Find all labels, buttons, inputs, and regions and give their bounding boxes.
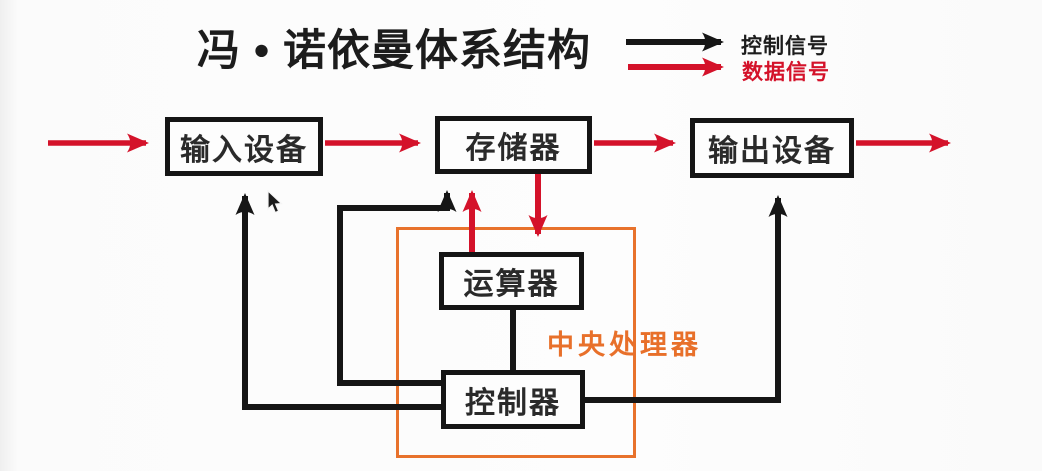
- diagram-title: 冯 • 诺依曼体系结构: [197, 27, 591, 75]
- alu-box: 运算器: [439, 252, 584, 310]
- memory-label: 存储器: [465, 132, 562, 165]
- legend-control-signal-label: 控制信号: [741, 35, 829, 58]
- legend-data-signal-label: 数据信号: [742, 61, 830, 84]
- alu-label: 运算器: [463, 268, 560, 301]
- input-device-box: 输入设备: [165, 117, 323, 176]
- control-unit-label: 控制器: [465, 386, 561, 420]
- output-device-label: 输出设备: [708, 135, 836, 168]
- input-device-label: 输入设备: [180, 133, 308, 167]
- control-unit-box: 控制器: [441, 370, 585, 429]
- memory-box: 存储器: [435, 116, 592, 174]
- cpu-label: 中央处理器: [547, 330, 702, 360]
- output-device-box: 输出设备: [690, 118, 854, 178]
- mouse-cursor-icon: [267, 190, 283, 214]
